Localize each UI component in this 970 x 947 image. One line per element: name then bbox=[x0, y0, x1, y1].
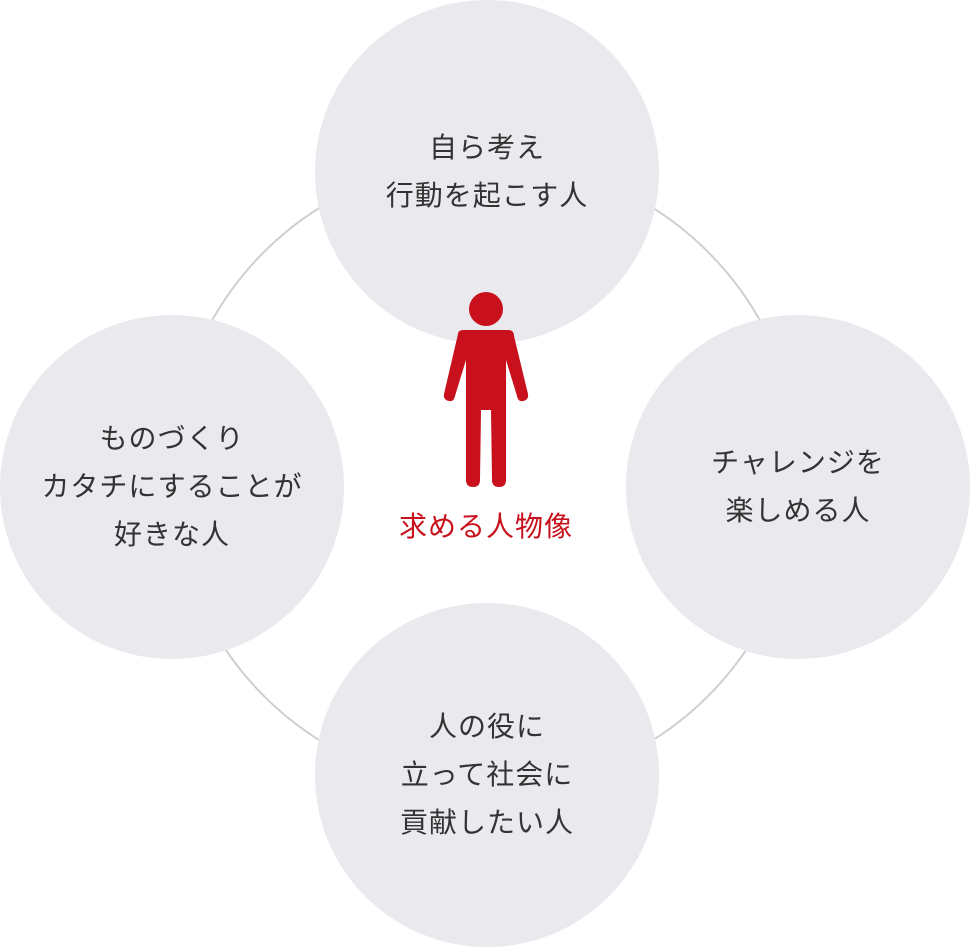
trait-line: カタチにすることが bbox=[41, 469, 303, 503]
trait-label: 人の役に 立って社会に 貢献したい人 bbox=[400, 703, 574, 847]
person-icon bbox=[443, 292, 529, 487]
trait-line: 行動を起こす人 bbox=[385, 179, 589, 212]
trait-line: チャレンジを bbox=[711, 445, 885, 479]
trait-line: 貢献したい人 bbox=[399, 806, 574, 840]
trait-bubble-enjoys-challenge: チャレンジを 楽しめる人 bbox=[626, 315, 970, 659]
trait-line: 楽しめる人 bbox=[725, 494, 871, 527]
trait-bubble-self-starter: 自ら考え 行動を起こす人 bbox=[315, 0, 659, 344]
trait-line: ものづくり bbox=[99, 421, 245, 455]
trait-label: ものづくり カタチにすることが 好きな人 bbox=[41, 415, 302, 559]
trait-label: チャレンジを 楽しめる人 bbox=[711, 439, 885, 535]
trait-label: 自ら考え 行動を起こす人 bbox=[386, 124, 588, 220]
trait-line: 人の役に bbox=[428, 709, 545, 743]
trait-bubble-contribute-society: 人の役に 立って社会に 貢献したい人 bbox=[315, 603, 659, 947]
trait-line: 立って社会に bbox=[400, 757, 574, 791]
trait-line: 自ら考え bbox=[428, 130, 545, 164]
trait-bubble-making-things: ものづくり カタチにすることが 好きな人 bbox=[0, 315, 344, 659]
center-label: 求める人物像 bbox=[398, 510, 573, 543]
trait-line: 好きな人 bbox=[113, 518, 230, 552]
